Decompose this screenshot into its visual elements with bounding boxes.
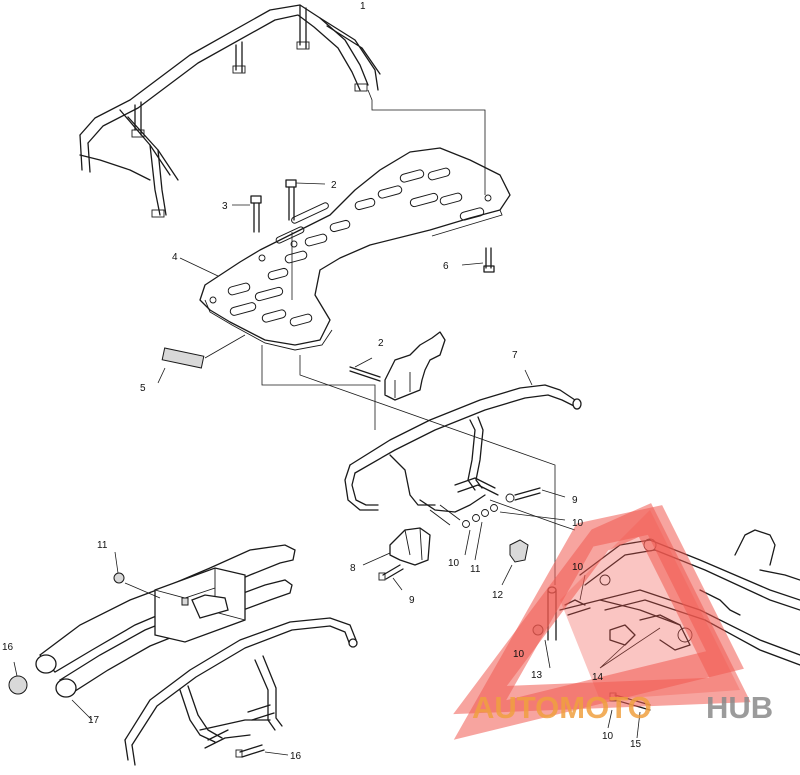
callout-9-lower: 9 <box>409 595 415 606</box>
callout-10-right: 10 <box>572 518 584 529</box>
callout-13: 13 <box>531 670 543 681</box>
support-bracket <box>349 331 446 401</box>
callout-15: 15 <box>630 739 642 750</box>
callout-11-mid: 11 <box>470 564 481 575</box>
callout-12: 12 <box>492 590 504 601</box>
callout-10-frame: 10 <box>572 562 584 573</box>
callout-16-bottom: 16 <box>290 751 302 762</box>
callout-7: 7 <box>512 350 518 361</box>
watermark-brand-part1: AUTOMOTO <box>472 690 652 725</box>
watermark-logo <box>453 503 751 740</box>
callout-17: 17 <box>88 715 100 726</box>
callout-11-left: 11 <box>97 540 108 551</box>
front-tube-assembly <box>8 544 296 721</box>
watermark-brand-part2: HUB <box>706 690 773 725</box>
callout-2-top: 2 <box>331 180 337 191</box>
rear-bumper-bar <box>344 369 582 526</box>
callout-8: 8 <box>350 563 356 574</box>
leader-4 <box>179 257 219 277</box>
callout-6-top: 6 <box>443 261 449 272</box>
assembly-guides <box>261 345 576 585</box>
reflector <box>157 334 246 384</box>
callout-1: 1 <box>360 1 366 12</box>
callout-5: 5 <box>140 383 146 394</box>
mount-bracket <box>362 527 431 591</box>
callout-4: 4 <box>172 252 178 263</box>
callout-14: 14 <box>592 672 604 683</box>
callout-3: 3 <box>222 201 228 212</box>
callout-10-bottom: 10 <box>602 731 614 742</box>
rear-rack-rail <box>79 4 486 218</box>
callout-16-left: 16 <box>2 642 14 653</box>
callout-2-mid: 2 <box>378 338 384 349</box>
lower-bumper-bar <box>124 617 358 766</box>
rack-plate <box>199 147 511 351</box>
callout-11-frame: 10 <box>513 649 525 660</box>
hardware-cluster <box>462 487 566 586</box>
callout-9-right: 9 <box>572 495 578 506</box>
rack-bolts <box>232 179 495 300</box>
callout-10-mid: 10 <box>448 558 460 569</box>
